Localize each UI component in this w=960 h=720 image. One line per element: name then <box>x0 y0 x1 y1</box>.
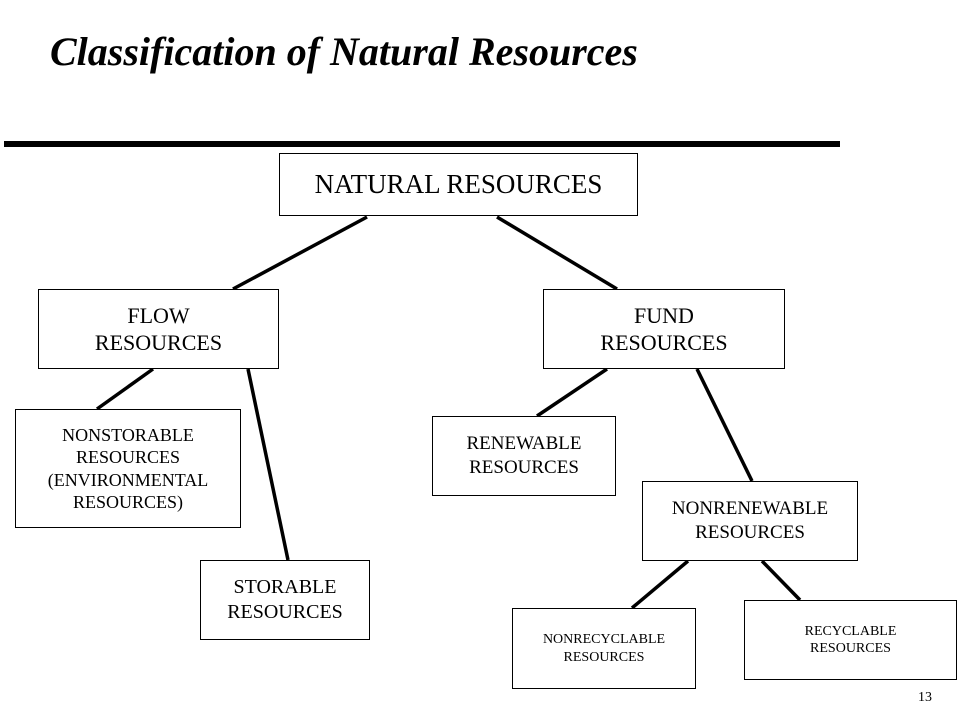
edge-nonrenewable-recyclable <box>760 559 802 602</box>
edge-flow-storable <box>246 368 290 561</box>
node-label-line: RECYCLABLE <box>804 623 897 639</box>
node-recyclable-resources: RECYCLABLE RESOURCES <box>744 600 957 680</box>
edge-fund-renewable <box>536 367 608 418</box>
node-label-line: RESOURCES) <box>72 492 184 512</box>
page-title: Classification of Natural Resources <box>50 29 638 74</box>
node-natural-resources: NATURAL RESOURCES <box>279 153 638 216</box>
node-label-line: RESOURCES <box>695 522 805 543</box>
edge-natural-fund <box>496 215 618 291</box>
node-label-line: RESOURCES <box>75 447 181 467</box>
edge-fund-nonrenewable <box>695 368 754 482</box>
node-label-line: (ENVIRONMENTAL <box>47 469 209 490</box>
node-label-line: RESOURCES <box>469 457 579 478</box>
node-label-line: NATURAL RESOURCES <box>314 168 603 199</box>
node-label-line: RESOURCES <box>563 649 645 665</box>
edge-natural-flow <box>232 215 368 291</box>
node-label-line: RESOURCES <box>94 330 223 355</box>
node-label-line: RESOURCES <box>600 330 728 355</box>
node-label-line: FLOW <box>127 302 190 328</box>
edge-flow-nonstorable <box>95 367 155 411</box>
node-nonrecyclable-resources: NONRECYCLABLE RESOURCES <box>512 608 696 689</box>
node-label-line: FUND <box>634 302 694 328</box>
title-rule <box>4 141 840 147</box>
node-label-line: NONSTORABLE <box>62 424 194 445</box>
page-number: 13 <box>918 690 932 705</box>
node-label-line: STORABLE <box>233 576 337 598</box>
node-label-line: NONRECYCLABLE <box>542 632 666 647</box>
edge-nonrenewable-nonrecyclable <box>630 559 690 610</box>
node-label-line: NONRENEWABLE <box>671 498 829 520</box>
node-storable-resources: STORABLE RESOURCES <box>200 560 370 640</box>
node-label-line: RENEWABLE <box>466 433 582 455</box>
node-label-line: RESOURCES <box>810 641 891 656</box>
node-label-line: RESOURCES <box>227 601 343 623</box>
